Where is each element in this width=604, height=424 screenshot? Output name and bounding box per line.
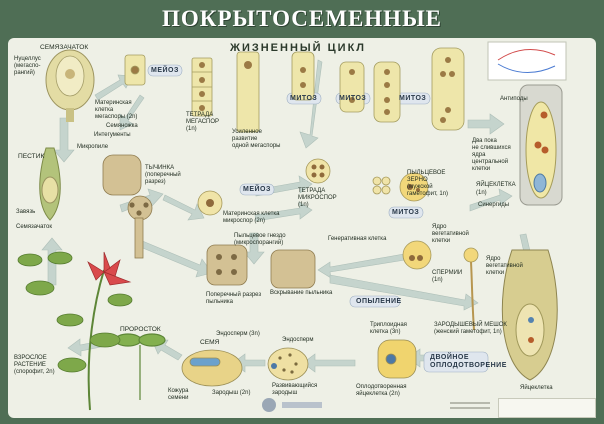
synergids-label: Синергиды: [478, 202, 510, 208]
triploid-cell-label: Триплоидная клетка (3n): [370, 322, 407, 335]
microspore-nuclei: [206, 164, 423, 261]
adult-plant-label: ВЗРОСЛОЕ РАСТЕНИЕ (спорофит, 2n): [14, 355, 55, 375]
microspore-mother-label: Материнская клетка микроспор (2n): [223, 211, 280, 224]
mitosis-label-1: МИТОЗ: [290, 95, 318, 102]
sprout-label: ПРОРОСТОК: [120, 326, 161, 333]
megaspore-cells: [124, 47, 465, 133]
credit-line-2: [450, 407, 490, 409]
pollen-grain-label: ПЫЛЬЦЕВОЕ ЗЕРНО (мужской гаметофит, 1n): [407, 170, 449, 197]
mitosis-label-3: МИТОЗ: [399, 95, 427, 102]
embryo-2n-label: Зародыш (2n): [212, 390, 251, 396]
credits-box: [498, 398, 596, 418]
nucellus-label: Нуцеллус (мегаспо- рангий): [14, 56, 41, 76]
mitosis-label-2: МИТОЗ: [339, 95, 367, 102]
tetrad-microspores-label: ТЕТРАДА МИКРОСПОР (1n): [298, 188, 337, 208]
ovule-illustration: [45, 49, 95, 122]
pistil-illustration: [39, 147, 61, 221]
megaspore-mother-label: Материнская клетка мегаспоры (2n): [95, 100, 138, 120]
fertilization-ovule: [501, 249, 558, 381]
microspore-cells: [197, 158, 479, 270]
stamen-label: ТЫЧИНКА (поперечный разрез): [145, 165, 181, 185]
ovary-label: Завязь: [16, 209, 36, 215]
double-fertilization-label: ДВОЙНОЕ ОПЛОДОТВОРЕНИЕ: [430, 354, 507, 369]
developing-embryo-label: Развивающийся зародыш: [272, 383, 318, 396]
endosperm-label: Эндосперм: [282, 337, 314, 343]
seedling-illustration: [114, 333, 166, 400]
mitosis-label-4: МИТОЗ: [392, 209, 420, 216]
lifecycle-subtitle: ЖИЗНЕННЫЙ ЦИКЛ: [230, 42, 367, 54]
poster-title: ПОКРЫТОСЕМЕННЫЕ: [161, 6, 442, 31]
embryo-sac-label: ЗАРОДЫШЕВЫЙ МЕШОК (женский гаметофит, 1n…: [434, 322, 507, 335]
endosperm-dots: [271, 353, 298, 374]
sperm-label: СПЕРМИИ (1n): [432, 270, 463, 283]
credit-line-1: [450, 402, 490, 404]
egg-ploidy-label: (1n): [476, 190, 487, 196]
stamen-illustration: [102, 154, 316, 289]
polar-nuclei-label: Два пока не слившихся ядра центральной к…: [472, 138, 511, 172]
egg-cell-label: ЯЙЦЕКЛЕТКА: [476, 182, 516, 188]
seed-row: [181, 339, 417, 387]
integuments-label: Интегументы: [94, 132, 131, 138]
anther-section-label: Поперечный разрез пыльника: [206, 292, 262, 305]
pollen-sacs: [129, 202, 237, 275]
endosperm-3n-label: Эндосперм (3n): [216, 331, 260, 337]
meiosis-label-1: МЕЙОЗ: [151, 67, 179, 74]
pollen-sac-label: Пыльцевое гнездо (микроспорангий): [234, 233, 286, 246]
publisher-logo-text: [282, 402, 322, 408]
egg-cell-label-2: Яйцеклетка: [520, 385, 553, 391]
megaspore-nuclei: [199, 57, 455, 123]
embryo-sac-illustration: [519, 84, 563, 206]
publisher-logo: [262, 398, 276, 412]
vegetative-nucleus-label-1: Ядро вегетативной клетки: [432, 224, 469, 244]
anther-opening-label: Вскрывание пыльника: [270, 290, 333, 296]
micropyle-label: Микропиле: [77, 144, 109, 150]
funiculus-label: Семяножка: [106, 123, 138, 129]
ovule-label: Семязачаток: [16, 224, 52, 230]
pistil-label: ПЕСТИК: [18, 153, 45, 160]
generative-cell-label: Генеративная клетка: [328, 236, 387, 242]
antipodes-label: Антиподы: [500, 96, 528, 102]
tetrad-megaspores-label: ТЕТРАДА МЕГАСПОР (1n): [186, 112, 220, 132]
megaspore-growth-label: Усиленное развитие одной мегаспоры: [232, 129, 281, 149]
seed-coat-label: Кожура семени: [168, 388, 189, 401]
fertilized-egg-label: Оплодотворенная яйцеклетка (2n): [356, 384, 407, 397]
ovule-title: СЕМЯЗАЧАТОК: [40, 44, 89, 51]
pollination-label: ОПЫЛЕНИЕ: [356, 298, 402, 305]
mini-schema: [487, 41, 567, 81]
vegetative-nucleus-label-2: Ядро вегетативной клетки: [486, 256, 523, 276]
adult-plant-illustration: [17, 251, 133, 411]
meiosis-label-2: МЕЙОЗ: [243, 186, 271, 193]
seed-label: СЕМЯ: [200, 339, 220, 346]
